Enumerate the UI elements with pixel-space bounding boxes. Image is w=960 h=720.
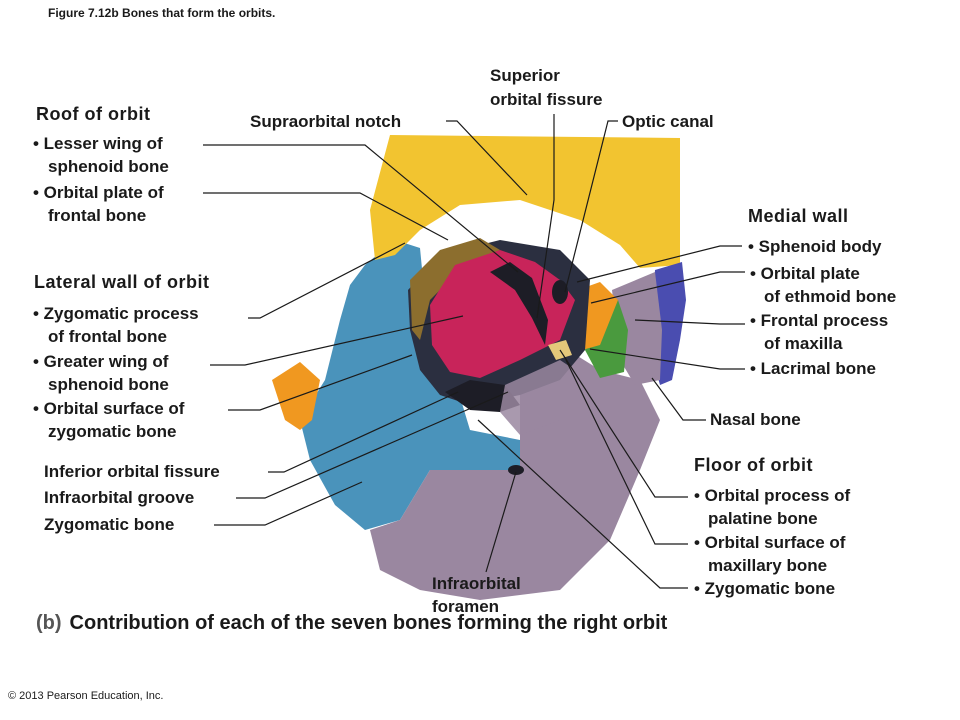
optic-canal-shape [552,280,568,304]
leader-greater-wing [210,315,464,366]
label-frontal-process-line1: • Frontal process [750,311,889,330]
label-infraorbital-foramen-line2: foramen [432,597,500,616]
leader-nasal [651,377,706,421]
leader-maxillary-surface [565,359,688,545]
label-zygomatic-bone-right: • Zygomatic bone [694,579,836,598]
zygomatic-bone-shape [300,240,520,530]
label-zygomatic-bone-left: Zygomatic bone [44,515,175,534]
label-frontal-process-line2: of maxilla [764,334,843,353]
label-orbital-process-palatine-line2: palatine bone [708,509,818,528]
heading-floor-of-orbit: Floor of orbit [694,455,813,475]
label-zygomatic-process-line2: of frontal bone [48,327,167,346]
label-sphenoid-body: • Sphenoid body [748,237,882,256]
leader-orbital-plate-frontal [203,192,449,241]
leader-infraorbital-foramen [485,471,517,573]
zygomatic-process-shape [272,362,320,430]
label-orbital-process-palatine-line1: • Orbital process of [694,486,851,505]
leader-orbital-surface-zyg [228,354,413,411]
label-orbital-surface-zyg-line2: zygomatic bone [48,422,177,441]
frontal-bone-shape [370,135,680,268]
leader-lacrimal [589,348,745,370]
caption-part-label: (b) [36,612,62,634]
leader-zygomatic-right [477,419,688,589]
label-orbital-plate-ethmoid-line1: • Orbital plate [750,264,860,283]
infraorbital-foramen-shape [508,465,524,475]
leader-supraorbital-notch [446,120,528,196]
label-optic-canal: Optic canal [622,112,714,131]
label-orbital-surface-zyg-line1: • Orbital surface of [33,399,185,418]
leader-superior-fissure [536,114,555,319]
label-orbital-plate-frontal-line2: frontal bone [48,206,147,225]
sphenoid-bone-shape [430,250,575,378]
label-greater-wing-line2: sphenoid bone [48,375,169,394]
inferior-orbital-fissure-shape [445,380,520,412]
heading-roof-of-orbit: Roof of orbit [36,104,151,124]
label-supraorbital-notch: Supraorbital notch [250,112,402,131]
leader-sphenoid-body [576,245,742,283]
copyright-credit: © 2013 Pearson Education, Inc. [8,690,164,702]
maxillary-orbital-surface-shape [500,360,590,435]
leader-lesser-wing [203,144,519,273]
label-lesser-wing-line1: • Lesser wing of [33,134,163,153]
caption-text: Contribution of each of the seven bones … [69,612,668,634]
leader-inferior-fissure [268,391,459,473]
leader-zygomatic-left [214,481,363,526]
label-zygomatic-process-line1: • Zygomatic process [33,304,199,323]
leader-ethmoid [590,271,745,304]
label-infraorbital-foramen-line1: Infraorbital [432,574,521,593]
leader-frontal-process [634,319,745,325]
label-orbital-plate-ethmoid-line2: of ethmoid bone [764,287,897,306]
superior-orbital-fissure-shape [490,262,548,345]
leader-optic-canal [564,120,618,293]
figure-caption: (b) Contribution of each of the seven bon… [36,612,667,635]
heading-medial-wall: Medial wall [748,206,849,226]
label-superior-orbital-fissure-line1: Superior [490,66,560,85]
label-lacrimal-bone: • Lacrimal bone [750,359,876,378]
heading-lateral-wall: Lateral wall of orbit [34,272,210,292]
label-nasal-bone: Nasal bone [710,410,801,429]
figure-title: Figure 7.12b Bones that form the orbits. [48,6,276,20]
leader-palatine [559,349,688,498]
label-greater-wing-line1: • Greater wing of [33,352,169,371]
label-orbital-surface-max-line2: maxillary bone [708,556,828,575]
label-orbital-plate-frontal-line1: • Orbital plate of [33,183,164,202]
label-infraorbital-groove: Infraorbital groove [44,488,195,507]
label-lesser-wing-line2: sphenoid bone [48,157,169,176]
leader-infraorbital-groove [236,391,509,499]
leader-zygomatic-process [248,242,406,319]
label-inferior-orbital-fissure: Inferior orbital fissure [44,462,220,481]
label-orbital-surface-max-line1: • Orbital surface of [694,533,846,552]
greater-wing-shape [410,238,500,340]
leader-lines [203,114,745,589]
label-superior-orbital-fissure-line2: orbital fissure [490,90,603,109]
